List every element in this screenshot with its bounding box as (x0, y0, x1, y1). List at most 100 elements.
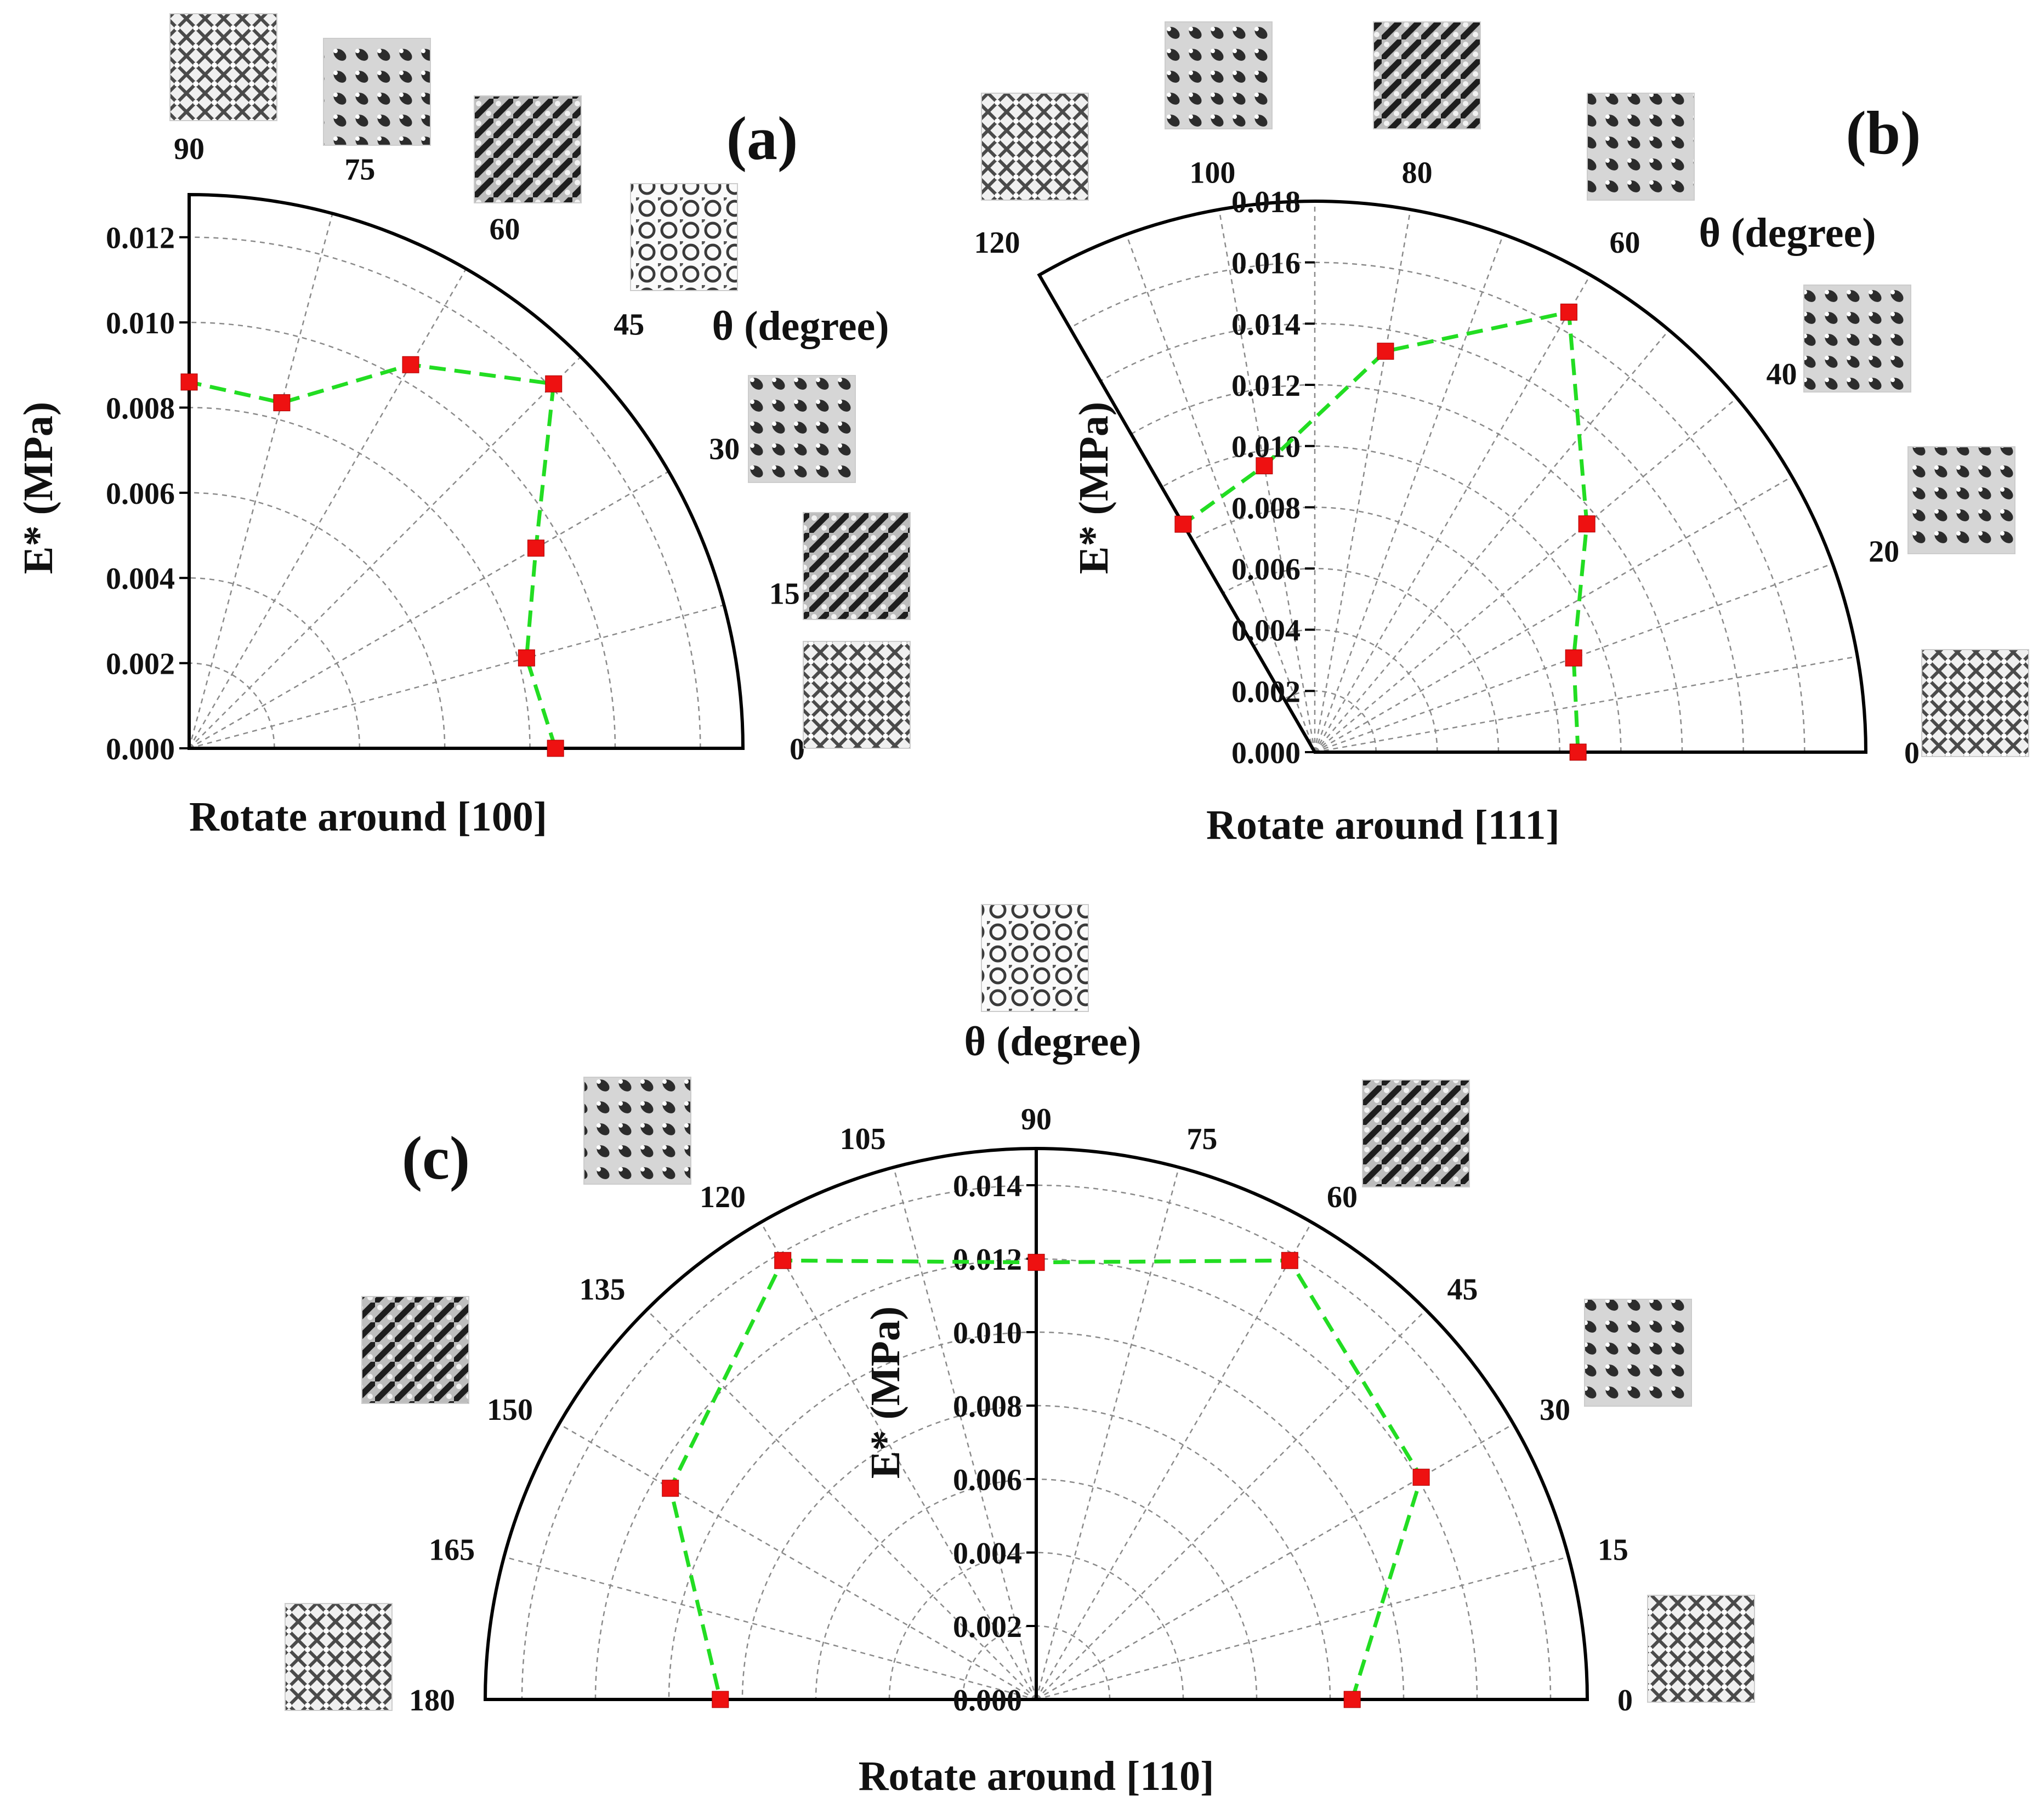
lattice-image (1921, 649, 2029, 757)
lattice-structure-thumbnail (981, 904, 1089, 1012)
angular-tick-label: 90 (174, 132, 205, 166)
data-point-marker (1281, 1252, 1298, 1269)
data-point-marker (662, 1480, 679, 1497)
lattice-structure-thumbnail (748, 375, 856, 483)
angular-tick-label: 20 (1869, 535, 1899, 568)
radial-axis-title: E* (MPa) (862, 1306, 909, 1479)
lattice-image (285, 1603, 393, 1711)
theta-axis-title: θ (degree) (1699, 210, 1876, 256)
data-point-marker (1174, 515, 1192, 533)
theta-axis-title: θ (degree) (712, 303, 889, 349)
grid-spoke (559, 1423, 1037, 1701)
grid-spoke (1314, 476, 1792, 753)
lattice-structure-thumbnail (981, 93, 1089, 201)
lattice-structure-thumbnail (1165, 21, 1273, 129)
radial-tick-label: 0.008 (953, 1390, 1022, 1424)
radial-tick-label: 0.012 (1231, 369, 1301, 403)
grid-spoke (1218, 209, 1316, 753)
chart-frame (188, 192, 745, 750)
angular-tick-label: 15 (1598, 1533, 1628, 1567)
radial-tick-label: 0.018 (1231, 185, 1301, 219)
grid-ring (1253, 629, 1438, 753)
lattice-image (803, 512, 911, 620)
lattice-image (361, 1296, 469, 1404)
lattice-structure-thumbnail (1921, 649, 2029, 757)
angular-tick-label: 0 (790, 732, 805, 766)
radial-tick-label: 0.006 (1231, 553, 1301, 587)
lattice-structure-thumbnail (361, 1296, 469, 1404)
angular-tick-label: 45 (614, 308, 644, 342)
lattice-structure-thumbnail (1907, 446, 2015, 554)
lattice-image (1803, 285, 1911, 393)
angular-tick-label: 120 (700, 1180, 746, 1214)
grid-spoke (188, 268, 467, 749)
grid-spoke (1036, 1423, 1514, 1701)
angular-tick-label: 60 (1327, 1180, 1358, 1214)
data-point-marker (1560, 303, 1577, 321)
lattice-structure-thumbnail (285, 1603, 393, 1711)
panel-label: (a) (726, 105, 798, 173)
radial-tick-label: 0.000 (953, 1684, 1022, 1718)
radial-tick-label: 0.002 (953, 1610, 1022, 1644)
lattice-structure-thumbnail (583, 1077, 691, 1185)
panel-label: (c) (402, 1124, 470, 1192)
grid-ring (189, 492, 446, 749)
lattice-image (169, 13, 277, 121)
grid-ring (1161, 445, 1622, 753)
data-point-marker (1578, 515, 1596, 533)
data-point-marker (273, 394, 291, 412)
data-point-marker (1343, 1691, 1361, 1708)
grid-ring (189, 577, 361, 749)
angular-tick-label: 15 (769, 577, 800, 611)
radial-tick-label: 0.012 (953, 1243, 1022, 1277)
lattice-image (1647, 1595, 1755, 1703)
data-point-marker (1412, 1469, 1430, 1486)
radial-tick-label: 0.010 (106, 306, 175, 340)
radial-tick-label: 0.014 (1231, 308, 1301, 342)
radial-tick-label: 0.004 (953, 1537, 1022, 1571)
angular-tick-label: 135 (579, 1272, 625, 1306)
radial-axis-title: E* (MPa) (1071, 402, 1117, 574)
lattice-image (981, 904, 1089, 1012)
lattice-structure-thumbnail (803, 641, 911, 749)
angular-tick-label: 60 (1610, 226, 1640, 260)
radial-tick-label: 0.000 (1231, 736, 1301, 770)
radial-tick-label: 0.002 (1231, 675, 1301, 709)
data-point-marker (712, 1691, 729, 1708)
polar-chart-2: 0.0000.0020.0040.0060.0080.0100.0120.014… (974, 21, 2029, 848)
grid-spoke (1035, 1222, 1313, 1700)
radial-tick-label: 0.008 (1231, 491, 1301, 525)
angular-tick-label: 40 (1766, 357, 1797, 391)
radial-tick-label: 0.006 (106, 477, 175, 511)
radial-tick-label: 0.014 (953, 1169, 1022, 1203)
grid-spoke (189, 604, 724, 749)
lattice-structure-thumbnail (630, 183, 738, 291)
radial-tick-label: 0.004 (106, 562, 175, 596)
lattice-structure-thumbnail (1584, 1299, 1692, 1407)
radial-tick-label: 0.004 (1231, 614, 1301, 648)
data-point-marker (180, 373, 198, 391)
angular-tick-label: 105 (840, 1122, 886, 1156)
radial-tick-label: 0.006 (953, 1463, 1022, 1497)
radial-tick-label: 0.012 (106, 221, 175, 255)
lattice-structure-thumbnail (1587, 93, 1695, 201)
grid-spoke (1314, 234, 1504, 753)
lattice-image (323, 38, 431, 146)
lattice-structure-thumbnail (1362, 1079, 1470, 1187)
data-point-marker (1256, 457, 1273, 475)
radial-tick-label: 0.008 (106, 391, 175, 425)
radial-tick-label: 0.002 (106, 647, 175, 681)
angular-tick-label: 0 (1617, 1684, 1633, 1718)
lattice-image (630, 183, 738, 291)
data-point-marker (1569, 743, 1587, 761)
polar-chart-3: 0.0000.0020.0040.0060.0080.0100.0120.014… (285, 904, 1755, 1799)
grid-spoke (1314, 209, 1411, 753)
grid-spoke (1036, 1556, 1569, 1701)
lattice-structure-thumbnail (803, 512, 911, 620)
data-point-marker (1027, 1254, 1045, 1271)
grid-spoke (1314, 329, 1670, 753)
grid-ring (668, 1331, 1405, 1700)
lattice-image (1165, 21, 1273, 129)
chart-frame (1037, 199, 1868, 754)
